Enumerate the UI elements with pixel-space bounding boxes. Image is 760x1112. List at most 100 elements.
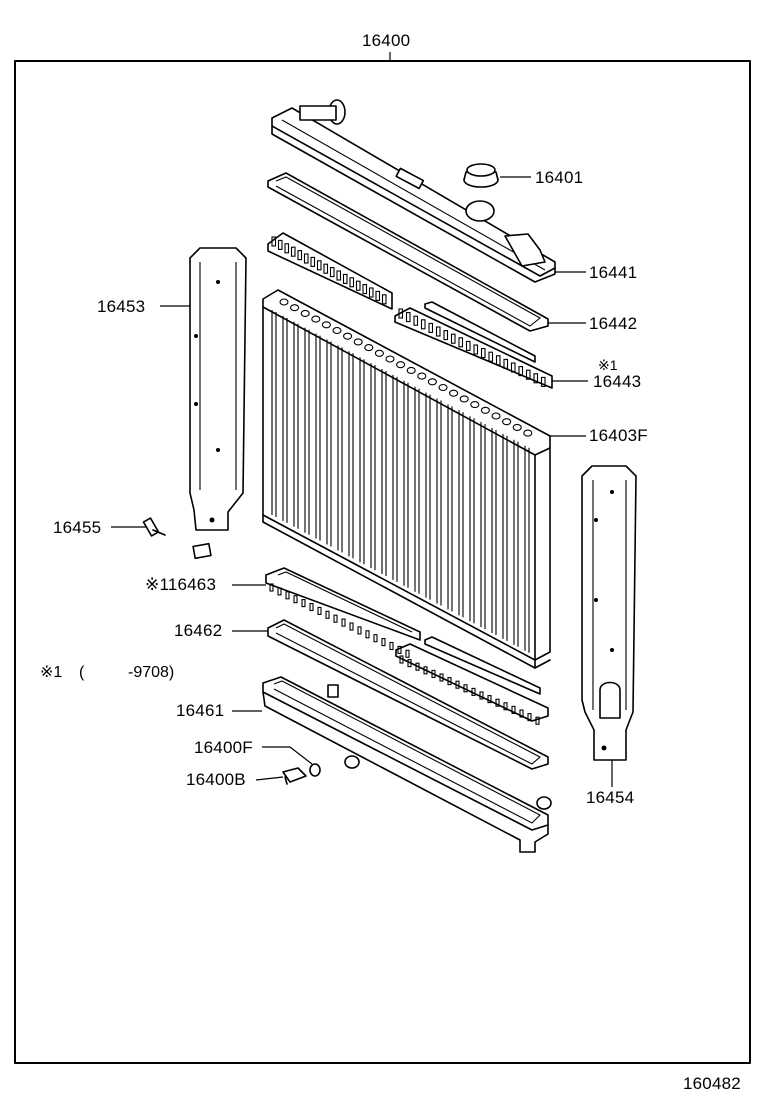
plate-tooth (277, 587, 282, 596)
core-hole (480, 406, 490, 414)
core-hole (523, 429, 533, 437)
lower-core-plate (265, 567, 549, 722)
core-hole (353, 338, 363, 346)
plate-tooth (510, 362, 516, 373)
bolt (142, 517, 166, 537)
plate-tooth (323, 263, 329, 274)
plate-tooth (463, 684, 468, 693)
core-hole (417, 372, 427, 380)
plate-tooth (355, 280, 361, 291)
core-hole (300, 309, 310, 317)
plate-tooth (381, 294, 387, 305)
drain-gasket-part-label: 16400F (194, 738, 253, 757)
plate-tooth (488, 351, 494, 362)
plate-tooth (365, 630, 370, 639)
core-part-label: 16403F (589, 426, 648, 445)
note-open-paren: ( (79, 664, 85, 681)
plate-tooth (503, 358, 509, 369)
plate-tooth (511, 705, 516, 714)
plate-tooth (341, 618, 346, 627)
plate-tooth (519, 709, 524, 718)
radiator-cap (463, 163, 499, 188)
drain-cock-part-label: 16400B (186, 770, 246, 789)
lower-tank (262, 676, 552, 853)
plate-tooth (407, 659, 412, 668)
cap-part-label: 16401 (535, 168, 584, 187)
lower-plate-teeth (269, 583, 540, 725)
core-hole (332, 326, 342, 335)
plate-tooth (375, 290, 381, 301)
plate-tooth (533, 373, 539, 384)
plate-tooth (535, 716, 540, 725)
plate-tooth (381, 638, 386, 647)
plate-tooth (439, 673, 444, 682)
radiator-core (262, 289, 551, 669)
plate-tooth (317, 606, 322, 615)
drain-cock (282, 767, 307, 785)
plate-tooth (527, 713, 532, 722)
plate-tooth (342, 273, 348, 284)
plate-tooth (316, 260, 322, 271)
plate-tooth (293, 595, 298, 604)
core-hole (449, 389, 459, 397)
plate-tooth (269, 583, 274, 592)
plate-tooth (518, 366, 524, 377)
plate-tooth (303, 253, 309, 264)
note-mark: ※1 (40, 664, 63, 681)
core-hole (311, 315, 321, 323)
plate-tooth (373, 634, 378, 643)
plate-tooth (271, 236, 277, 247)
plate-tooth (473, 344, 479, 355)
core-hole (396, 361, 406, 369)
core-hole (374, 349, 384, 357)
plate-tooth (455, 680, 460, 689)
plate-tooth (277, 239, 283, 250)
right-support-part-label: 16454 (586, 788, 635, 807)
core-hole (290, 304, 300, 312)
upper-tank (271, 99, 556, 283)
plate-tooth (290, 246, 296, 257)
plate-tooth (297, 250, 303, 261)
plate-tooth (329, 267, 335, 278)
lower-gasket (267, 619, 549, 770)
left-support-part-label: 16453 (97, 297, 146, 316)
figure-number-label: 160482 (683, 1074, 741, 1093)
lower-plate-part-label: ※116463 (145, 575, 217, 594)
core-hole (343, 332, 353, 340)
plate-tooth (357, 626, 362, 635)
core-hole (427, 378, 437, 386)
bolt-part-label: 16455 (53, 518, 102, 537)
plate-tooth (479, 691, 484, 700)
core-hole (406, 366, 416, 374)
plate-tooth (397, 645, 402, 654)
core-hole (321, 321, 331, 329)
note-range: -9708) (128, 664, 175, 681)
upper-plate-part-label: 16443 (593, 372, 642, 391)
plate-tooth (435, 326, 441, 337)
plate-tooth (284, 243, 290, 254)
core-hole (385, 355, 395, 363)
plate-tooth (431, 669, 436, 678)
drain-gasket (309, 763, 321, 777)
upper-gasket-part-label: 16442 (589, 314, 638, 333)
core-hole (459, 395, 469, 403)
plate-tooth (487, 695, 492, 704)
upper-plate-teeth (271, 236, 546, 387)
core-hole (279, 298, 289, 306)
plate-tooth (423, 666, 428, 675)
upper-gasket (267, 172, 549, 332)
plate-tooth (495, 698, 500, 707)
right-support-bracket (581, 465, 637, 761)
plate-tooth (415, 662, 420, 671)
plate-tooth (465, 340, 471, 351)
core-hole (470, 401, 480, 409)
plate-tooth (285, 591, 290, 600)
plate-tooth (471, 687, 476, 696)
plate-tooth (362, 284, 368, 295)
plate-tooth (301, 599, 306, 608)
plate-tooth (368, 287, 374, 298)
plate-tooth (458, 337, 464, 348)
plate-tooth (389, 641, 394, 651)
plate-tooth (405, 312, 411, 323)
